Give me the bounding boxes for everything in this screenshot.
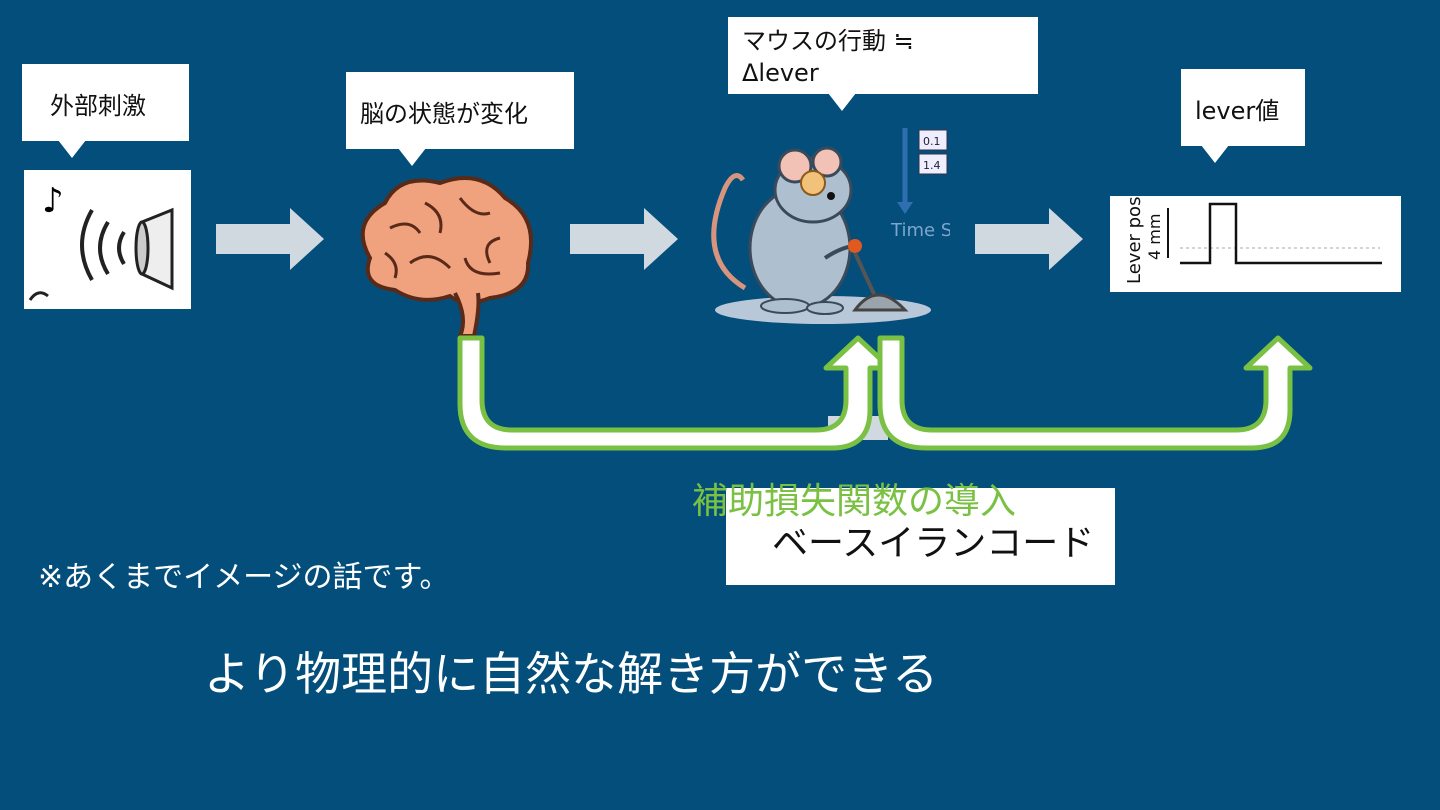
speaker-icon: ♪ [24,170,191,309]
mouse-pressing-lever-icon: 0.1 1.4 Time S [705,128,950,324]
plot-scale: 4 mm [1145,214,1164,260]
callout-label-line2: Δlever [742,59,819,87]
callout-mouse-behavior: マウスの行動 ≒ Δlever [728,17,1038,111]
baseline-box [726,488,1115,585]
feedback-arrows [457,335,1313,451]
plot-ylabel: Lever pos [1124,197,1145,284]
lever-position-plot: Lever pos 4 mm [1110,196,1401,292]
note-text: ※あくまでイメージの話です。 [38,560,450,595]
callout-label: lever値 [1195,97,1280,125]
svg-text:♪: ♪ [42,181,64,221]
callout-external-stimulus: 外部刺激 [22,64,189,158]
callout-brain-state: 脳の状態が変化 [346,72,574,166]
auxiliary-loss-label: 補助損失関数の導入 [692,481,1017,522]
time-label: Time S [890,220,950,241]
table-value-1: 0.1 [923,135,941,148]
brain-icon [360,176,534,338]
arrow-right-icon [570,208,678,270]
callout-lever-value: lever値 [1181,69,1305,163]
callout-label-line1: マウスの行動 ≒ [742,27,914,55]
callout-label: 外部刺激 [50,92,146,120]
table-value-2: 1.4 [923,159,941,172]
conclusion-text: より物理的に自然な解き方ができる [204,647,939,701]
arrow-right-icon [975,208,1083,270]
baseline-label: ベースイランコード [772,523,1095,564]
arrow-right-icon [216,208,324,270]
callout-label: 脳の状態が変化 [360,100,528,128]
